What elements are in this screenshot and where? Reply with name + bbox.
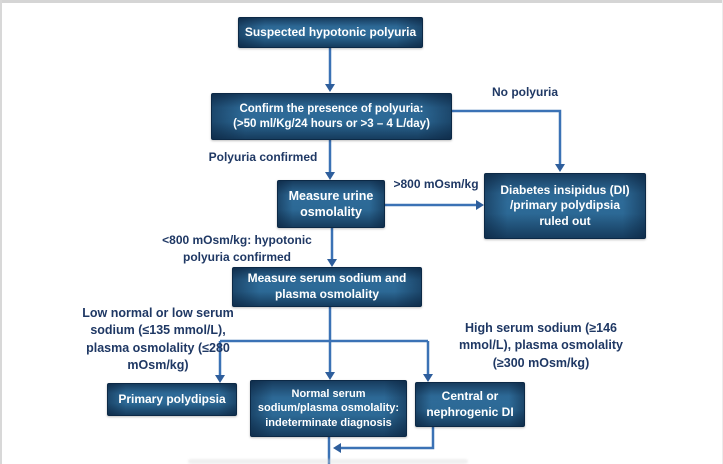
node-measure-urine-osmolality: Measure urine osmolality	[277, 180, 385, 228]
label-no-polyuria: No polyuria	[491, 85, 558, 99]
label-high-serum-sodium: High serum sodium (≥146 mmol/L), plasma …	[459, 321, 623, 370]
connector-serum-branches	[215, 307, 433, 383]
connector-urine-osmolality-to-di-ruled-out	[385, 200, 484, 210]
label-low-serum-sodium: Low normal or low serum sodium (≤135 mmo…	[82, 306, 234, 372]
connector-urine-osmolality-to-serum	[327, 228, 337, 267]
node-central-nephrogenic-di: Central or nephrogenic DI	[415, 382, 525, 427]
label-polyuria-confirmed: Polyuria confirmed	[208, 150, 318, 164]
node-di-ruled-out: Diabetes insipidus (DI) /primary polydip…	[484, 173, 646, 239]
label-low-urine-osmolality: <800 mOsm/kg: hypotonic polyuria confirm…	[162, 233, 312, 264]
node-primary-polydipsia: Primary polydipsia	[107, 383, 237, 416]
connector-suspected-to-confirm	[325, 47, 335, 92]
label-high-urine-osmolality: >800 mOsm/kg	[393, 177, 479, 191]
node-measure-serum: Measure serum sodium and plasma osmolali…	[232, 267, 422, 307]
cutoff-next-box-hint	[188, 459, 468, 464]
connector-central-di-to-center-line	[333, 427, 435, 453]
node-confirm-polyuria: Confirm the presence of polyuria: (>50 m…	[211, 93, 452, 140]
node-suspected-polyuria: Suspected hypotonic polyuria	[238, 17, 423, 48]
connector-confirm-to-urine-osmolality	[325, 140, 335, 180]
node-indeterminate-diagnosis: Normal serum sodium/plasma osmolality: i…	[250, 380, 407, 437]
frame-border-top	[0, 0, 723, 3]
connector-confirm-to-di-ruled-out	[452, 109, 565, 172]
frame-border-left	[0, 0, 2, 464]
